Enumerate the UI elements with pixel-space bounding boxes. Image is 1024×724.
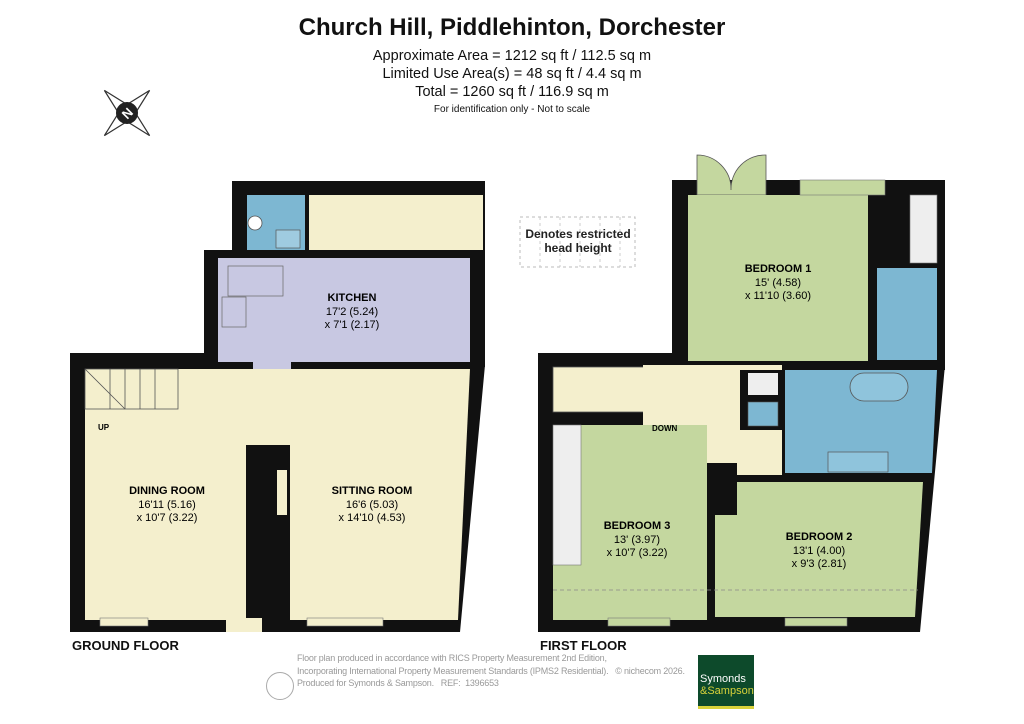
sitting-room-dim1: 16'6 (5.03) xyxy=(346,499,398,511)
restricted-height-legend: Denotes restricted head height xyxy=(519,216,636,268)
bedroom-2-label: BEDROOM 2 xyxy=(786,531,853,543)
french-doors xyxy=(696,154,767,196)
ground-floor-label: GROUND FLOOR xyxy=(72,638,179,653)
dining-room-dim1: 16'11 (5.16) xyxy=(138,499,196,511)
footer-line-1: Floor plan produced in accordance with R… xyxy=(297,653,607,663)
page-title: Church Hill, Piddlehinton, Dorchester xyxy=(298,14,726,41)
stairs-up xyxy=(84,368,179,410)
bedroom-3-label: BEDROOM 3 xyxy=(604,520,671,532)
kitchen-dim2: x 7'1 (2.17) xyxy=(325,319,380,331)
bedroom-2-room xyxy=(715,482,923,617)
logo-line-1: Symonds xyxy=(700,673,746,685)
limited-use-area: Limited Use Area(s) = 48 sq ft / 4.4 sq … xyxy=(382,66,642,82)
bedroom-1-dim2: x 11'10 (3.60) xyxy=(745,290,811,302)
first-floor-plan xyxy=(538,154,945,632)
compass-icon xyxy=(103,89,151,137)
bath xyxy=(849,372,909,402)
ground-floor-plan xyxy=(70,181,485,632)
first-floor-label: FIRST FLOOR xyxy=(540,638,627,653)
legend-text-1: Denotes restricted xyxy=(525,227,630,241)
toilet xyxy=(247,215,263,231)
twin-basins xyxy=(827,451,889,473)
dining-room-label: DINING ROOM xyxy=(129,485,205,497)
sitting-room-dim2: x 14'10 (4.53) xyxy=(339,512,406,524)
porch xyxy=(309,195,483,250)
ensuite xyxy=(877,268,937,360)
kitchen-dim1: 17'2 (5.24) xyxy=(326,306,378,318)
stairs-down-label: DOWN xyxy=(652,424,678,433)
bedroom-3-dim2: x 10'7 (3.22) xyxy=(607,547,668,559)
person-icon xyxy=(266,672,294,700)
bedroom-2-dim2: x 9'3 (2.81) xyxy=(792,558,847,570)
brand-logo: Symonds &Sampson xyxy=(698,655,754,709)
sink xyxy=(227,265,284,297)
bedroom-1-room xyxy=(688,195,868,361)
kitchen-label: KITCHEN xyxy=(328,292,377,304)
total-area: Total = 1260 sq ft / 116.9 sq m xyxy=(415,84,609,100)
footer-line-2: Incorporating International Property Mea… xyxy=(297,665,685,676)
sitting-room-label: SITTING ROOM xyxy=(332,485,413,497)
basin xyxy=(275,229,301,249)
scale-note: For identification only - Not to scale xyxy=(433,104,591,115)
approximate-area: Approximate Area = 1212 sq ft / 112.5 sq… xyxy=(372,48,652,64)
stairs-up-label: UP xyxy=(98,423,110,432)
logo-line-2: &Sampson xyxy=(700,685,754,697)
bedroom-3-dim1: 13' (3.97) xyxy=(614,534,660,546)
bedroom-1-dim1: 15' (4.58) xyxy=(755,277,801,289)
dining-room-dim2: x 10'7 (3.22) xyxy=(137,512,198,524)
hob xyxy=(221,296,247,328)
footer-text: Floor plan produced in accordance with R… xyxy=(297,652,691,690)
bedroom-1-label: BEDROOM 1 xyxy=(745,263,812,275)
bedroom-2-dim1: 13'1 (4.00) xyxy=(793,545,845,557)
footer-line-3: Produced for Symonds & Sampson. REF: 139… xyxy=(297,678,499,688)
legend-text-2: head height xyxy=(544,241,611,255)
wardrobe xyxy=(909,194,938,264)
